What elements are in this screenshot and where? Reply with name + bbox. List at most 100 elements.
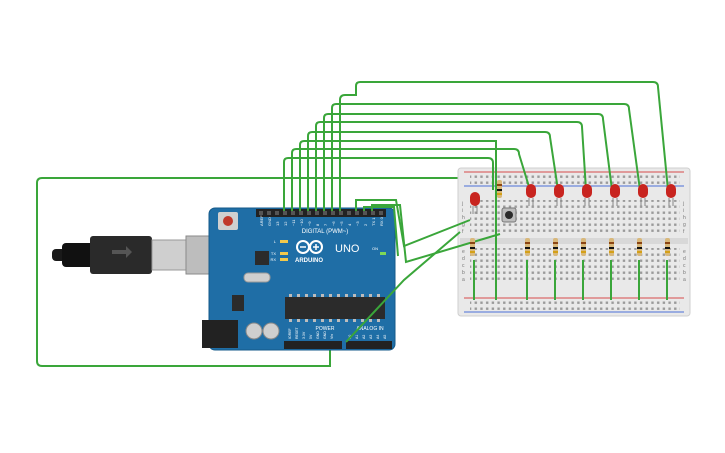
- brand-label: ARDUINO: [295, 258, 323, 264]
- svg-text:Vin: Vin: [330, 334, 334, 339]
- led[interactable]: [666, 184, 676, 206]
- svg-text:A4: A4: [376, 335, 380, 339]
- svg-text:g: g: [683, 222, 686, 228]
- indicator-rx: [280, 258, 288, 261]
- arduino-logo-icon: [296, 240, 323, 254]
- resistor: [665, 238, 670, 256]
- wire-pin-5: [315, 121, 587, 211]
- svg-text:h: h: [462, 215, 465, 221]
- svg-text:2: 2: [363, 223, 368, 226]
- led[interactable]: [638, 184, 648, 206]
- svg-text:A3: A3: [369, 335, 373, 339]
- wire-power-loop[interactable]: [36, 177, 469, 367]
- resistor: [553, 238, 558, 256]
- voltage-regulator: [232, 295, 244, 311]
- bottom-terminal-holes: [470, 248, 680, 281]
- pushbutton[interactable]: [501, 207, 517, 223]
- capacitor-2: [262, 322, 280, 340]
- svg-text:c: c: [462, 263, 465, 269]
- analog-header-label: ANALOG IN: [356, 326, 384, 332]
- wire-pin-2: [339, 81, 669, 211]
- svg-text:GND: GND: [267, 217, 272, 226]
- svg-text:IOREF: IOREF: [288, 328, 292, 339]
- svg-text:~10: ~10: [299, 218, 304, 226]
- svg-text:i: i: [462, 208, 463, 214]
- svg-text:8: 8: [315, 223, 320, 226]
- wire-power-5v: [345, 231, 461, 343]
- power-header-label: POWER: [316, 326, 335, 332]
- led[interactable]: [526, 184, 536, 206]
- led[interactable]: [610, 184, 620, 206]
- atmega-pins: [289, 294, 380, 322]
- svg-text:d: d: [462, 256, 465, 262]
- svg-text:j: j: [682, 201, 684, 207]
- svg-text:TX: TX: [271, 251, 276, 256]
- crystal: [243, 272, 271, 283]
- svg-text:L: L: [274, 239, 277, 244]
- wire-pin-4: [323, 113, 613, 211]
- svg-text:GND: GND: [316, 331, 320, 339]
- indicator-leds: L TX RX ON: [270, 239, 386, 262]
- resistors[interactable]: [470, 180, 670, 256]
- svg-text:AREF: AREF: [259, 215, 264, 226]
- led[interactable]: [582, 184, 592, 206]
- svg-text:d: d: [683, 256, 686, 262]
- svg-text:e: e: [462, 249, 465, 255]
- svg-text:a: a: [462, 277, 465, 283]
- svg-text:a: a: [683, 277, 686, 283]
- svg-text:e: e: [683, 249, 686, 255]
- leds[interactable]: [470, 184, 676, 214]
- svg-text:f: f: [683, 229, 685, 235]
- digital-pin-labels: AREF GND 13 12 ~11 ~10 ~9 8 7 ~6 ~5 4 ~3…: [259, 215, 384, 226]
- svg-text:b: b: [683, 270, 686, 276]
- svg-text:13: 13: [275, 221, 280, 226]
- svg-text:~9: ~9: [307, 221, 312, 226]
- svg-text:A1: A1: [355, 335, 359, 339]
- resistor: [609, 238, 614, 256]
- wire-pin-9: [283, 157, 494, 211]
- svg-text:3.3V: 3.3V: [302, 331, 306, 339]
- atmega-chip: [285, 297, 385, 319]
- svg-text:f: f: [462, 229, 464, 235]
- svg-text:A5: A5: [383, 335, 387, 339]
- wire-pin-7: [299, 140, 497, 300]
- led[interactable]: [554, 184, 564, 206]
- power-header: [284, 341, 342, 349]
- svg-text:~5: ~5: [339, 221, 344, 226]
- svg-text:~11: ~11: [291, 219, 296, 226]
- usb-cable[interactable]: [52, 235, 225, 275]
- svg-text:RX: RX: [270, 257, 276, 262]
- svg-text:4: 4: [347, 223, 352, 226]
- svg-text:A2: A2: [362, 335, 366, 339]
- wire-pin-aux: [363, 206, 399, 257]
- power-jack[interactable]: [202, 320, 238, 348]
- arduino-board[interactable]: DIGITAL (PWM~) AREF GND 13 12 ~11 ~10 ~9…: [202, 207, 396, 351]
- led[interactable]: [470, 192, 480, 214]
- center-channel: [460, 238, 688, 244]
- reset-button-cap[interactable]: [223, 216, 233, 226]
- resistor: [497, 180, 502, 198]
- wire-pin-6: [307, 131, 559, 211]
- svg-text:7: 7: [323, 223, 328, 226]
- svg-text:j: j: [461, 201, 463, 207]
- breadboard[interactable]: j i h g f e d c b a j i h g f e d c b a: [457, 167, 691, 317]
- resistor: [581, 238, 586, 256]
- svg-text:GND: GND: [323, 331, 327, 339]
- indicator-on: [380, 252, 386, 255]
- resistor: [470, 238, 475, 256]
- svg-text:~3: ~3: [355, 221, 360, 226]
- ground-wires[interactable]: [473, 260, 668, 300]
- row-letters-right: j i h g f e d c b a: [682, 201, 686, 283]
- svg-text:g: g: [462, 222, 465, 228]
- indicator-tx: [280, 252, 288, 255]
- digital-header: [256, 209, 386, 217]
- resistor: [637, 238, 642, 256]
- svg-text:i: i: [683, 208, 684, 214]
- svg-text:~6: ~6: [331, 221, 336, 226]
- wire-pin-8: [291, 148, 531, 211]
- model-label: UNO: [335, 243, 360, 255]
- digital-wires[interactable]: [283, 81, 669, 343]
- svg-text:RESET: RESET: [295, 326, 299, 339]
- power-pin-labels: IOREF RESET 3.3V 5V GND GND Vin: [288, 326, 334, 339]
